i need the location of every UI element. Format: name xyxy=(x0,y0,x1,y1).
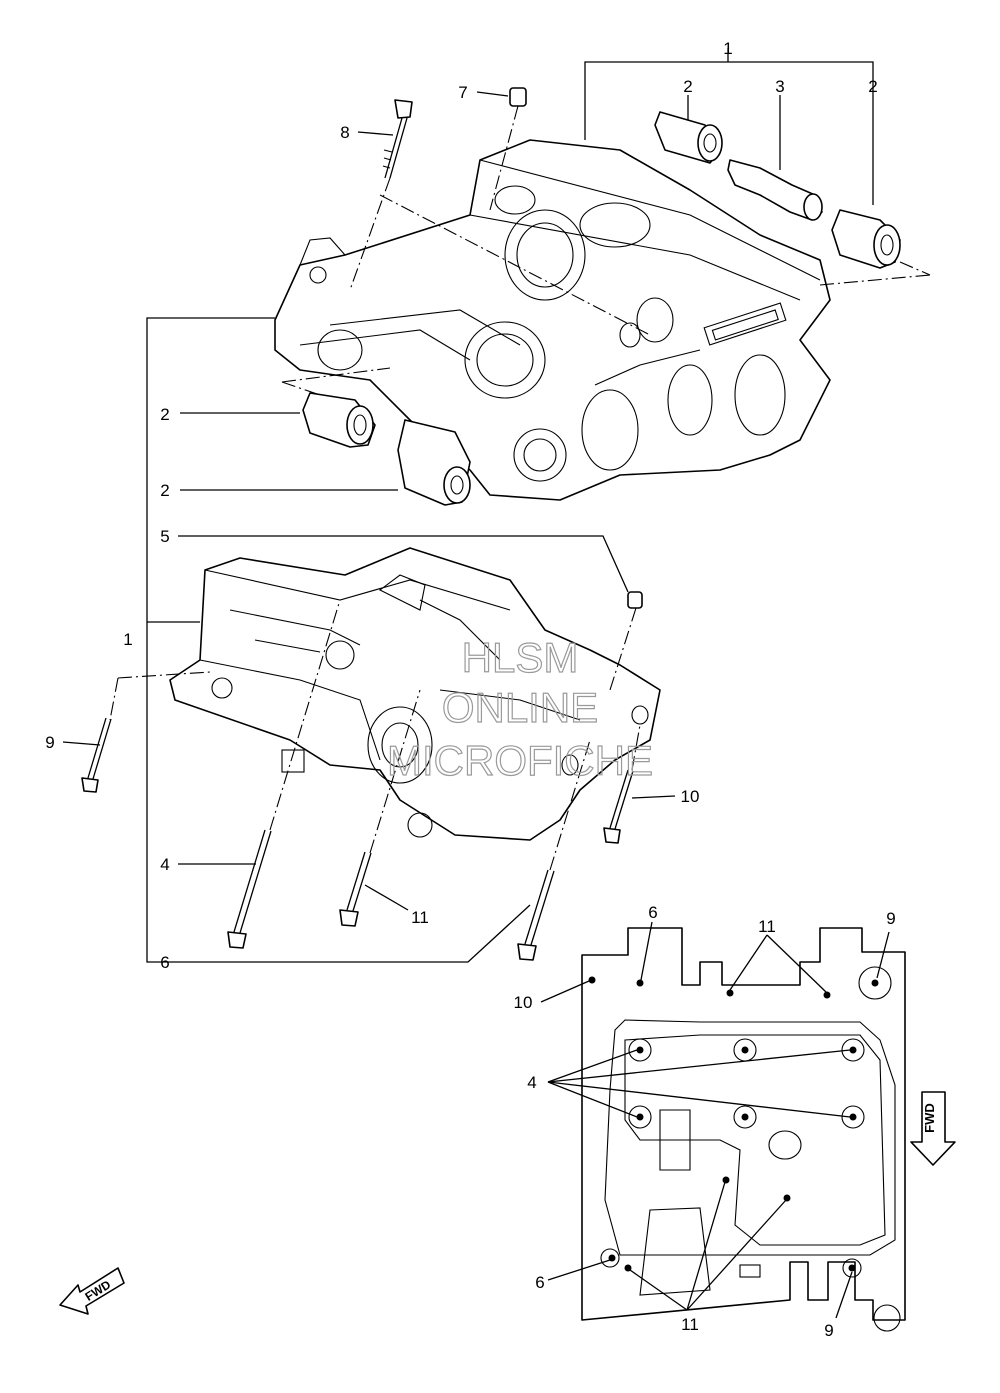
callout-4-inset: 4 xyxy=(527,1073,536,1092)
callout-11-inset-top: 11 xyxy=(758,917,776,936)
callout-2-left-1: 2 xyxy=(160,405,169,424)
bolt-10 xyxy=(603,769,634,844)
bolt-8 xyxy=(382,99,413,179)
callout-2-top-a: 2 xyxy=(683,77,692,96)
callout-labels: 1 2 3 2 7 8 2 2 5 1 9 10 4 11 6 6 11 9 1… xyxy=(45,39,895,1340)
callout-6-inset-bottom: 6 xyxy=(535,1273,544,1292)
callout-1-top: 1 xyxy=(723,39,732,58)
watermark-line3: MICROFICHE xyxy=(387,737,653,784)
callout-6-left: 6 xyxy=(160,953,169,972)
lower-crankcase xyxy=(169,547,661,841)
callout-4-left: 4 xyxy=(160,855,169,874)
sleeve-2-left-1 xyxy=(302,392,376,448)
fwd-arrow-corner: FWD xyxy=(59,1267,125,1315)
sleeve-2-top-right xyxy=(831,209,901,269)
watermark: HLSM ONLINE MICROFICHE xyxy=(386,633,653,784)
callout-9-inset-bottom: 9 xyxy=(824,1321,833,1340)
watermark-line1: HLSM xyxy=(462,634,579,681)
dowel-7 xyxy=(509,87,527,107)
bolt-9 xyxy=(81,717,112,793)
sleeve-2-top-left xyxy=(654,111,723,164)
callout-6-inset-top: 6 xyxy=(648,903,657,922)
sleeve-3 xyxy=(727,159,823,221)
callout-9-inset-top: 9 xyxy=(886,909,895,928)
bolt-11 xyxy=(339,851,372,927)
callout-5: 5 xyxy=(160,527,169,546)
callout-7: 7 xyxy=(458,83,467,102)
callout-1-left: 1 xyxy=(123,630,132,649)
callout-11-inset-bottom: 11 xyxy=(681,1315,699,1334)
callout-3: 3 xyxy=(775,77,784,96)
assembly-lines xyxy=(109,105,931,871)
watermark-line2: ONLINE xyxy=(442,684,598,731)
callout-10-right: 10 xyxy=(681,787,700,806)
bolt-4 xyxy=(227,829,272,949)
sleeve-2-left-2 xyxy=(397,419,471,506)
callout-8: 8 xyxy=(340,123,349,142)
fwd-arrow-inset: FWD xyxy=(910,1091,956,1166)
inset-bottom-view xyxy=(540,921,906,1332)
bolt-6 xyxy=(517,869,555,961)
callout-2-top-b: 2 xyxy=(868,77,877,96)
fwd-label-inset: FWD xyxy=(922,1103,937,1133)
leader-lines xyxy=(62,48,874,963)
callout-2-left-2: 2 xyxy=(160,481,169,500)
dowel-5 xyxy=(627,591,643,609)
callout-9-left: 9 xyxy=(45,733,54,752)
callout-10-inset: 10 xyxy=(514,993,533,1012)
callout-11-mid: 11 xyxy=(411,908,429,927)
